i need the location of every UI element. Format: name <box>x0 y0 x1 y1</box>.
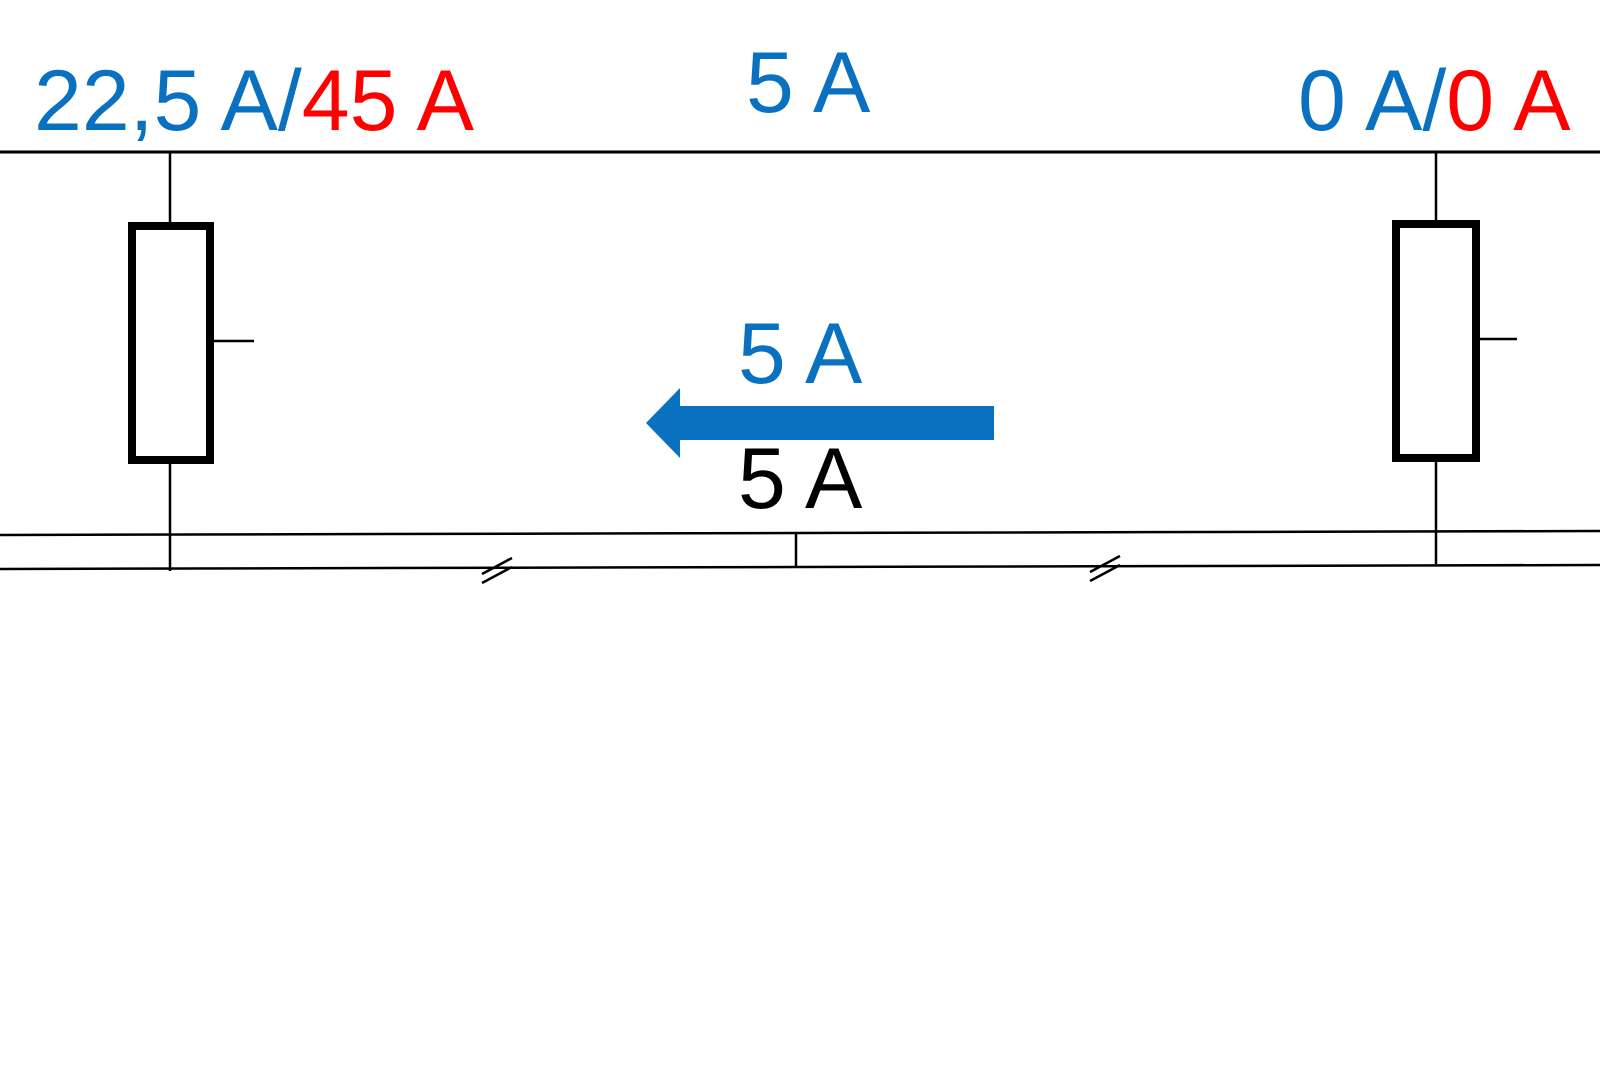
arrow-current-label: 5 A <box>738 306 863 402</box>
right-current-label: 0 A/0 A <box>1298 53 1571 149</box>
right-fault-current: 0 A <box>1446 53 1571 149</box>
bus-current-label: 5 A <box>738 431 863 527</box>
break-mark-right <box>1089 554 1121 583</box>
right-resistor-branch <box>1392 152 1517 564</box>
left-resistor <box>128 222 214 464</box>
left-current-label: 22,5 A/45 A <box>34 53 475 149</box>
current-arrow <box>646 388 994 458</box>
bottom-line-lower <box>0 563 1600 571</box>
bottom-line-upper <box>0 529 1600 537</box>
right-resistor <box>1392 220 1480 462</box>
break-mark-left <box>481 556 513 585</box>
left-fault-current: 45 A <box>302 53 475 149</box>
left-resistor-branch <box>128 152 254 571</box>
right-primary-current: 0 A/ <box>1298 53 1446 149</box>
top-center-current-label: 5 A <box>746 35 871 131</box>
left-primary-current: 22,5 A/ <box>34 53 302 149</box>
